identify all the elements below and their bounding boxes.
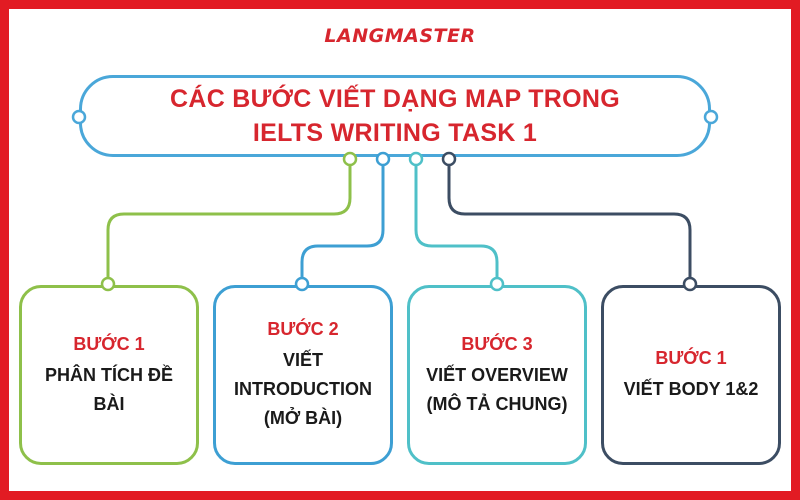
- step-card-3-text: VIẾT OVERVIEW (MÔ TẢ CHUNG): [426, 364, 568, 414]
- connector-step-3: [414, 159, 499, 283]
- step-card-1: BƯỚC 1 PHÂN TÍCH ĐỀ BÀI: [19, 285, 199, 465]
- langmaster-logo: LANGMASTER: [324, 25, 476, 47]
- step-card-1-number: BƯỚC 1: [73, 333, 145, 354]
- step-card-4-text: VIẾT BODY 1&2: [623, 379, 759, 399]
- step-card-1-text: PHÂN TÍCH ĐỀ BÀI: [44, 364, 173, 414]
- step-card-3-number: BƯỚC 3: [461, 333, 533, 354]
- connector-step-1: [106, 159, 352, 283]
- title-line-2: IELTS WRITING TASK 1: [252, 119, 538, 147]
- connector-step-4: [447, 159, 692, 283]
- title-line-1: CÁC BƯỚC VIẾT DẠNG MAP TRONG: [169, 85, 620, 113]
- title-box: CÁC BƯỚC VIẾT DẠNG MAP TRONG IELTS WRITI…: [79, 75, 711, 157]
- connector-step-2: [300, 159, 385, 283]
- step-card-3: BƯỚC 3 VIẾT OVERVIEW (MÔ TẢ CHUNG): [407, 285, 587, 465]
- step-card-4-number: BƯỚC 1: [655, 348, 727, 368]
- step-card-2: BƯỚC 2 VIẾT INTRODUCTION (MỞ BÀI): [213, 285, 393, 465]
- step-card-4: BƯỚC 1 VIẾT BODY 1&2: [601, 285, 781, 465]
- step-card-2-number: BƯỚC 2: [267, 319, 339, 339]
- step-card-2-text: VIẾT INTRODUCTION (MỞ BÀI): [234, 350, 372, 428]
